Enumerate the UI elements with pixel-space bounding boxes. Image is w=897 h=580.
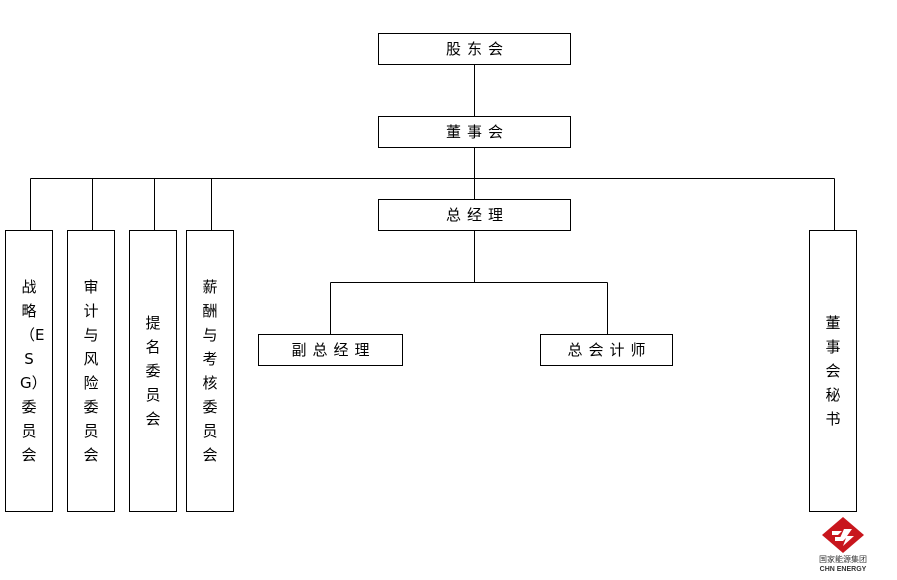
strategy-esg-committee-label: 战略（ESG）委员会 <box>20 278 47 464</box>
chn-energy-logo-icon <box>822 517 864 553</box>
shareholders-meeting-box: 股东会 <box>378 33 571 65</box>
chief-accountant-box: 总会计师 <box>540 334 673 366</box>
board-secretary-box: 董事会秘书 <box>809 230 857 512</box>
board-of-directors-box: 董事会 <box>378 116 571 148</box>
audit-risk-committee-label: 审计与风险委员会 <box>83 278 99 464</box>
nomination-committee-box: 提名委员会 <box>129 230 177 512</box>
remuneration-appraisal-committee-box: 薪酬与考核委员会 <box>186 230 234 512</box>
strategy-esg-committee-box: 战略（ESG）委员会 <box>5 230 53 512</box>
company-logo: 国家能源集团 CHN ENERGY <box>808 514 878 576</box>
board-secretary-label: 董事会秘书 <box>825 314 841 428</box>
general-manager-box: 总经理 <box>378 199 571 231</box>
logo-text-chinese: 国家能源集团 <box>819 555 867 564</box>
remuneration-appraisal-committee-label: 薪酬与考核委员会 <box>202 278 218 464</box>
audit-risk-committee-box: 审计与风险委员会 <box>67 230 115 512</box>
logo-text-english: CHN ENERGY <box>819 566 867 573</box>
deputy-general-manager-box: 副总经理 <box>258 334 403 366</box>
nomination-committee-label: 提名委员会 <box>145 314 161 428</box>
